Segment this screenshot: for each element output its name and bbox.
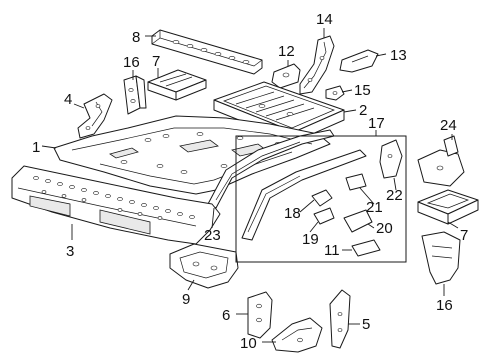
part-13-bracket[interactable] [339,49,379,73]
callout-11: 11 [324,242,340,259]
part-10-bracket[interactable] [271,317,323,353]
part-18-clip[interactable] [311,189,333,207]
part-16-bracket-upper[interactable] [123,75,147,115]
part-3-front-panel[interactable] [11,165,221,245]
callout-6: 6 [222,307,230,324]
part-2-rear-pan[interactable] [213,81,345,143]
callout-4: 4 [64,91,72,108]
callout-7b: 7 [460,227,468,244]
callout-labels: 8 16 7 4 1 12 14 13 15 2 17 3 9 6 10 5 2… [32,11,468,352]
part-12-clip[interactable] [271,63,301,89]
callout-20: 20 [376,220,393,237]
part-11-plate[interactable] [351,239,381,257]
leader-lines [41,28,459,343]
callout-21: 21 [366,199,383,216]
part-24-bracket[interactable] [417,135,465,187]
callout-19: 19 [302,231,319,248]
callout-16b: 16 [436,297,453,314]
front-panel-holes [33,176,195,220]
part-8-rail[interactable] [151,29,263,75]
part-7-bracket-upper[interactable] [147,69,207,101]
part-5-bracket[interactable] [329,289,351,349]
inset-box-17 [235,135,407,263]
callout-14: 14 [316,11,333,28]
callout-10: 10 [240,335,257,352]
part-20-bracket[interactable] [343,209,373,233]
callout-23: 23 [204,227,221,244]
callout-8: 8 [132,29,140,46]
callout-3: 3 [66,243,74,260]
part-21-plate[interactable] [345,173,367,191]
part-4-bracket[interactable] [77,93,113,139]
part-7-tub-right[interactable] [417,189,479,225]
callout-12: 12 [278,43,295,60]
callout-17: 17 [368,115,385,132]
part-19-clip[interactable] [313,207,335,225]
callout-15: 15 [354,82,371,99]
callout-9: 9 [182,291,190,308]
part-22-bracket[interactable] [379,139,403,179]
part-9-bracket[interactable] [169,243,239,289]
callout-24: 24 [440,117,457,134]
callout-16a: 16 [123,54,140,71]
callout-2: 2 [359,102,367,119]
part-6-bracket[interactable] [247,291,273,339]
part-14-bracket[interactable] [299,35,335,95]
callout-5: 5 [362,316,370,333]
part-17-rail[interactable] [241,149,367,241]
part-15-clip[interactable] [325,85,345,101]
part-16-bracket-lower[interactable] [421,231,461,285]
callout-7a: 7 [152,53,160,70]
callout-1: 1 [32,139,40,156]
callout-13: 13 [390,47,407,64]
callout-18: 18 [284,205,301,222]
callout-22: 22 [386,187,403,204]
